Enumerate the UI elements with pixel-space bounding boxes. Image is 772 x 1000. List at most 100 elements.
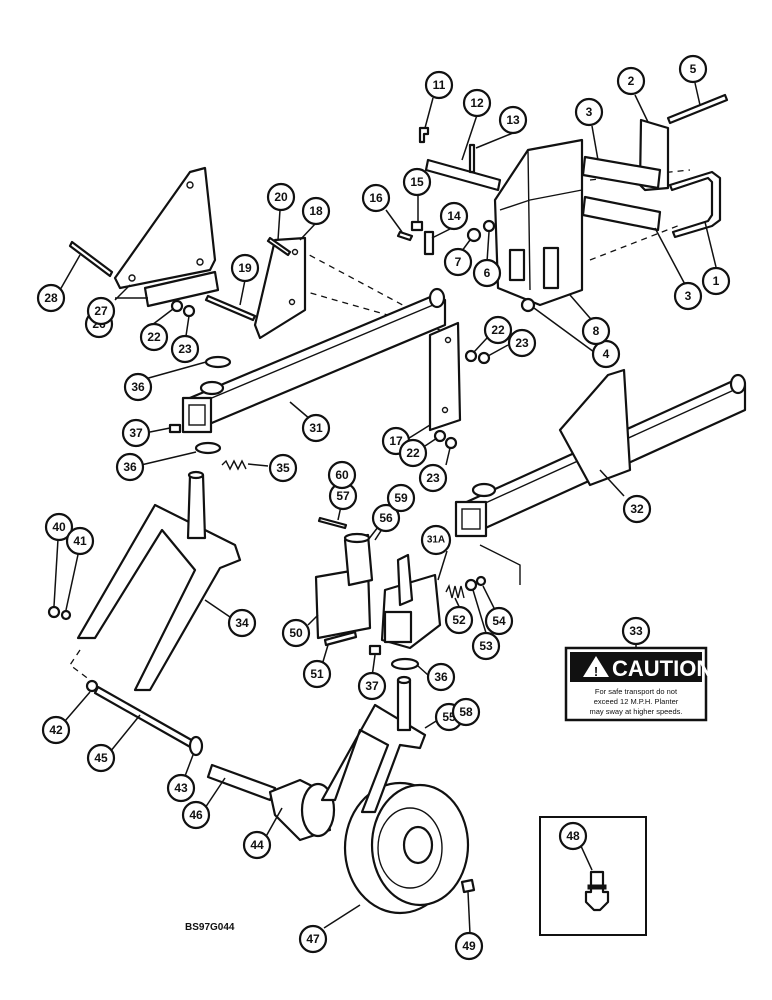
bracket-8-detail bbox=[499, 149, 583, 291]
leader-23a bbox=[185, 315, 190, 337]
callout-28: 28 bbox=[36, 283, 66, 313]
svg-text:37: 37 bbox=[129, 426, 143, 440]
strap-3-lower bbox=[581, 195, 662, 232]
svg-text:31: 31 bbox=[309, 421, 323, 435]
callout-23: 23 bbox=[418, 463, 448, 493]
artwork: ! CAUTION For safe transport do not exce… bbox=[47, 93, 747, 936]
leader-23c bbox=[445, 447, 451, 466]
callout-13: 13 bbox=[498, 105, 528, 135]
callout-5: 5 bbox=[678, 54, 708, 84]
svg-text:37: 37 bbox=[365, 679, 379, 693]
callout-49: 49 bbox=[454, 931, 484, 961]
svg-text:59: 59 bbox=[394, 491, 408, 505]
svg-text:31A: 31A bbox=[427, 535, 445, 546]
svg-text:15: 15 bbox=[410, 175, 424, 189]
washer-36-caster bbox=[390, 657, 420, 671]
leader-3a bbox=[591, 125, 599, 161]
svg-text:28: 28 bbox=[44, 291, 58, 305]
svg-text:2: 2 bbox=[628, 74, 635, 88]
svg-text:27: 27 bbox=[94, 304, 108, 318]
wheel-47-disc bbox=[377, 807, 443, 889]
leader-40 bbox=[53, 538, 59, 607]
alignment-line-ubolt-2 bbox=[589, 224, 681, 261]
svg-text:48: 48 bbox=[566, 829, 580, 843]
svg-text:18: 18 bbox=[309, 204, 323, 218]
leader-36a bbox=[144, 361, 207, 380]
callout-31: 31 bbox=[301, 413, 331, 443]
washer-36-lower bbox=[194, 441, 222, 455]
leader-32 bbox=[599, 469, 625, 497]
svg-text:52: 52 bbox=[452, 613, 466, 627]
callout-22: 22 bbox=[483, 315, 513, 345]
svg-text:49: 49 bbox=[462, 939, 476, 953]
callout-36: 36 bbox=[426, 662, 456, 692]
leader-34 bbox=[204, 599, 231, 618]
leader-22c bbox=[424, 437, 438, 447]
washer-36-upper bbox=[204, 355, 232, 369]
leader-20 bbox=[277, 209, 281, 241]
svg-text:23: 23 bbox=[515, 336, 529, 350]
bar-32-end-cap bbox=[729, 373, 747, 395]
svg-text:54: 54 bbox=[492, 614, 506, 628]
svg-text:36: 36 bbox=[434, 670, 448, 684]
svg-text:3: 3 bbox=[586, 105, 593, 119]
svg-text:16: 16 bbox=[369, 191, 383, 205]
bracket-18 bbox=[253, 236, 307, 340]
callout-36: 36 bbox=[123, 372, 153, 402]
nut-4 bbox=[520, 297, 536, 313]
bolt-20 bbox=[266, 236, 292, 257]
svg-text:40: 40 bbox=[52, 520, 66, 534]
leader-12 bbox=[461, 114, 478, 161]
callout-22: 22 bbox=[398, 438, 428, 468]
leader-49 bbox=[467, 891, 471, 935]
bar-31-end bbox=[181, 396, 213, 434]
svg-text:57: 57 bbox=[336, 489, 350, 503]
pin-13 bbox=[468, 143, 476, 174]
washer-22 bbox=[170, 299, 184, 313]
callout-23: 23 bbox=[507, 328, 537, 358]
sleeve-56-top bbox=[343, 532, 371, 544]
leader-lines bbox=[53, 82, 717, 935]
svg-text:7: 7 bbox=[455, 255, 462, 269]
leader-3b bbox=[654, 227, 689, 291]
callout-51: 51 bbox=[302, 659, 332, 689]
caster-tube bbox=[396, 553, 414, 607]
callout-8: 8 bbox=[581, 316, 611, 346]
nut-43 bbox=[188, 735, 204, 757]
caution-line-2: exceed 12 M.P.H. Planter bbox=[594, 697, 679, 706]
callout-23: 23 bbox=[170, 334, 200, 364]
fork-55-post-top bbox=[396, 675, 412, 685]
callout-35: 35 bbox=[268, 453, 298, 483]
caution-line-3: may sway at higher speeds. bbox=[590, 707, 683, 716]
spring-52 bbox=[445, 583, 465, 599]
leader-5 bbox=[694, 82, 701, 106]
plate-hole bbox=[196, 258, 204, 266]
callout-32: 32 bbox=[622, 494, 652, 524]
nut-15 bbox=[410, 220, 424, 232]
callout-44: 44 bbox=[242, 830, 272, 860]
drawing-code: BS97G044 bbox=[185, 922, 235, 933]
strap-26 bbox=[143, 270, 220, 308]
caster-block bbox=[383, 610, 413, 644]
leader-36c bbox=[417, 665, 429, 676]
leader-44 bbox=[263, 807, 283, 841]
callout-7: 7 bbox=[443, 247, 473, 277]
svg-text:43: 43 bbox=[174, 781, 188, 795]
washer-22 bbox=[433, 429, 447, 443]
svg-text:42: 42 bbox=[49, 723, 63, 737]
bolt-5 bbox=[666, 93, 729, 125]
leader-19 bbox=[239, 279, 246, 306]
callout-2: 2 bbox=[616, 66, 646, 96]
callout-59: 59 bbox=[386, 483, 416, 513]
bracket-8-slot-2 bbox=[542, 246, 560, 290]
callout-18: 18 bbox=[301, 196, 331, 226]
pin-57 bbox=[317, 516, 348, 530]
callout-19: 19 bbox=[230, 253, 260, 283]
svg-text:36: 36 bbox=[131, 380, 145, 394]
svg-text:19: 19 bbox=[238, 261, 252, 275]
svg-text:8: 8 bbox=[593, 324, 600, 338]
leader-45 bbox=[109, 714, 141, 753]
svg-text:3: 3 bbox=[685, 289, 692, 303]
leader-23b bbox=[487, 344, 509, 357]
fork-55 bbox=[320, 703, 427, 814]
